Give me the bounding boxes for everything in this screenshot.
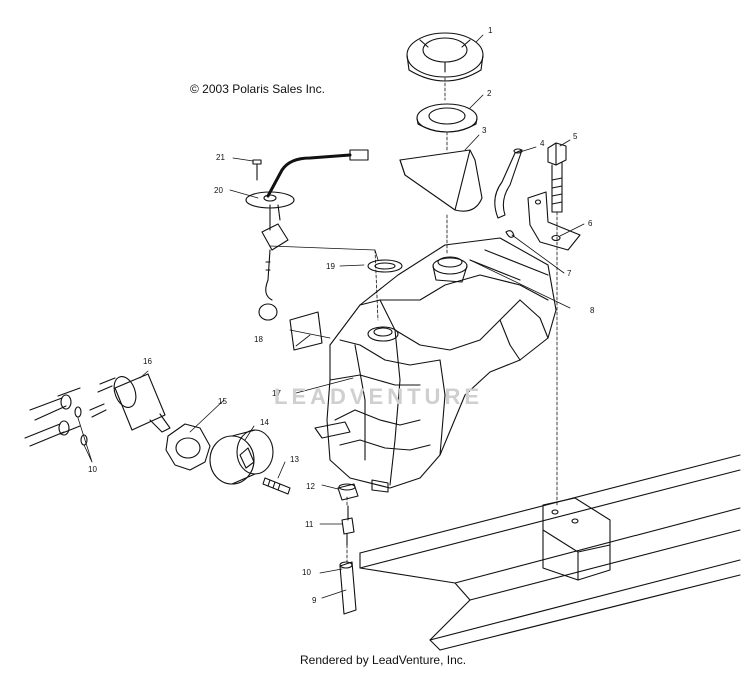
fuel-cap — [406, 32, 484, 82]
callout-10-clamps: 10 — [88, 465, 97, 474]
tank-fitting — [337, 483, 359, 501]
callout-11: 11 — [305, 520, 314, 529]
tank-label — [289, 311, 323, 351]
mount-bracket — [527, 191, 581, 251]
callout-4: 4 — [540, 139, 545, 148]
cap-seal — [416, 103, 478, 133]
sender-gasket — [367, 259, 403, 273]
sender-screw — [252, 159, 262, 181]
hose-clamp — [505, 230, 515, 238]
copyright-text: © 2003 Polaris Sales Inc. — [190, 82, 325, 96]
callout-3: 3 — [482, 126, 487, 135]
callout-5: 5 — [573, 132, 578, 141]
pump-screw — [262, 477, 291, 495]
fuel-pump — [209, 429, 274, 485]
frame-bracket — [542, 497, 611, 581]
callout-1: 1 — [488, 26, 493, 35]
watermark-text: LEADVENTURE — [274, 384, 484, 409]
line-clamps — [74, 406, 88, 446]
footer-text: Rendered by LeadVenture, Inc. — [300, 653, 467, 667]
callout-14: 14 — [260, 418, 269, 427]
callout-12: 12 — [306, 482, 315, 491]
fuel-filter — [24, 373, 171, 447]
callout-7: 7 — [567, 269, 572, 278]
vent-hose — [494, 148, 523, 219]
callout-17: 17 — [272, 389, 281, 398]
frame-rails — [359, 454, 741, 651]
callout-20: 20 — [214, 186, 223, 195]
callout-6: 6 — [588, 219, 593, 228]
callout-18: 18 — [254, 335, 263, 344]
callout-labels: 1 2 3 4 5 6 7 8 9 10 10 11 12 13 14 15 1… — [88, 26, 595, 605]
callout-19: 19 — [326, 262, 335, 271]
leader-lines — [77, 34, 585, 599]
tank-pad — [399, 149, 483, 212]
callout-2: 2 — [487, 89, 492, 98]
callout-21: 21 — [216, 153, 225, 162]
callout-16: 16 — [143, 357, 152, 366]
fuel-line — [339, 561, 357, 615]
callout-8: 8 — [590, 306, 595, 315]
callout-10-line: 10 — [302, 568, 311, 577]
callout-15: 15 — [218, 397, 227, 406]
fuel-sender — [245, 149, 369, 321]
callout-9: 9 — [312, 596, 317, 605]
pump-nut — [165, 423, 211, 471]
callout-13: 13 — [290, 455, 299, 464]
fuel-tank — [314, 237, 557, 493]
valve-fitting — [341, 505, 355, 546]
mount-bolt — [547, 142, 567, 213]
